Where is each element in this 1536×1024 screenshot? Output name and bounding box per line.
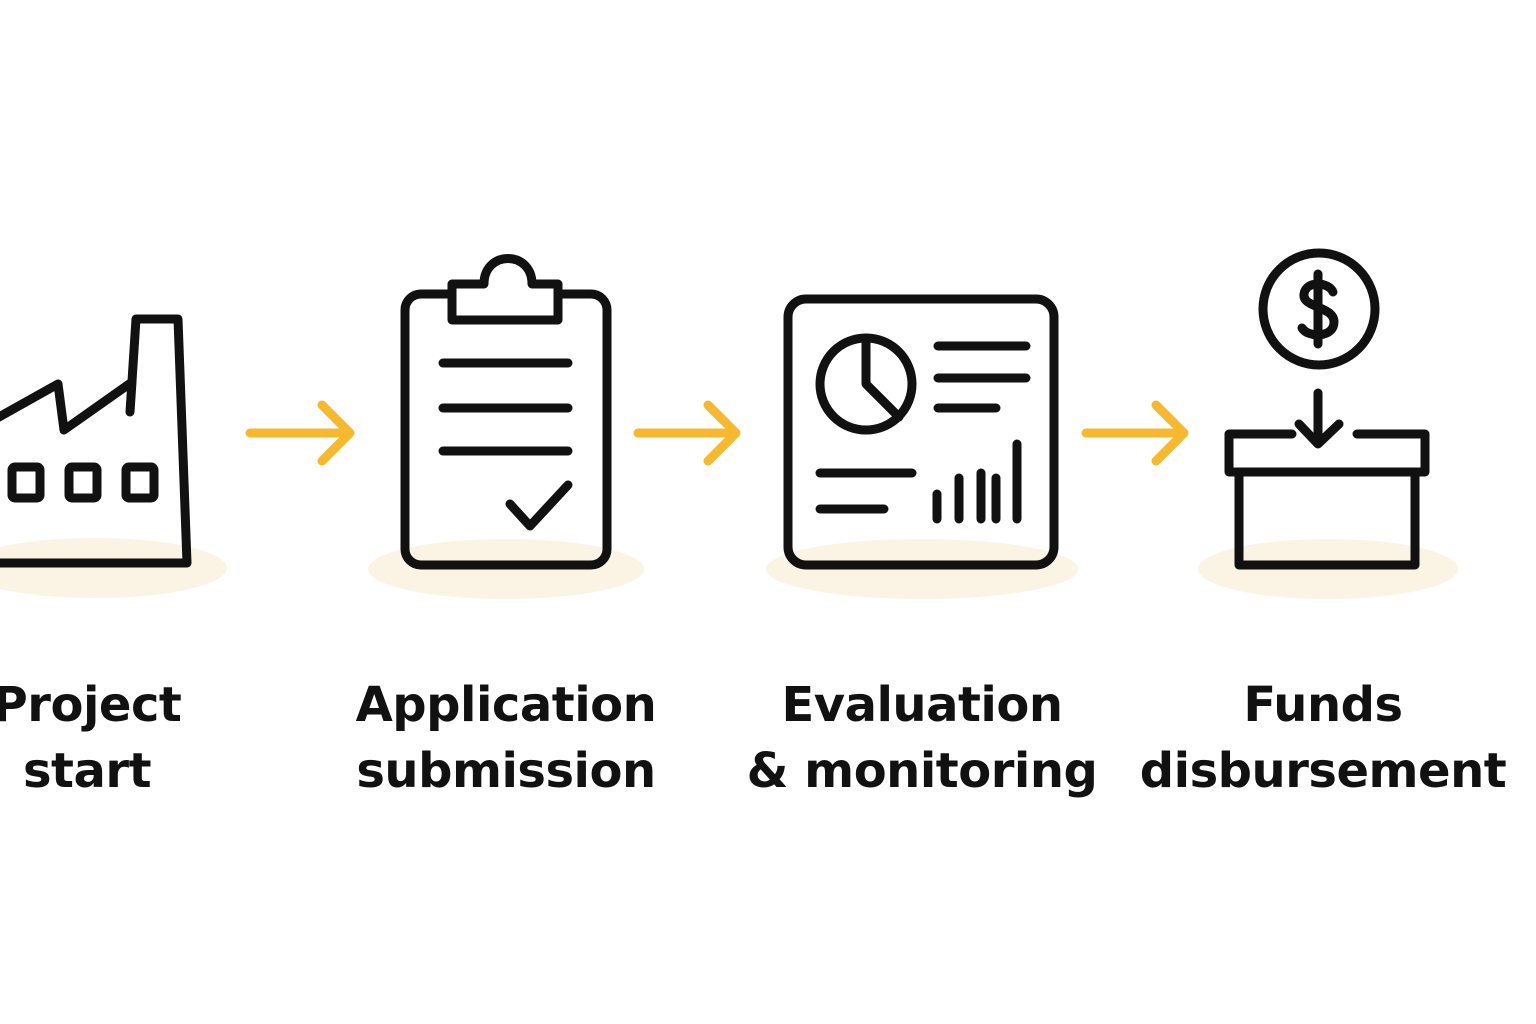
- step-label-line: disbursement: [1139, 743, 1507, 799]
- report-chart-icon: [783, 294, 1059, 570]
- box-body: [1234, 467, 1420, 570]
- step-label-line: submission: [356, 743, 656, 799]
- step-label-line: Evaluation: [781, 677, 1063, 733]
- step-label-line: Project: [0, 677, 182, 733]
- step-label-application-submission: Application submission: [316, 672, 696, 804]
- arrow-right-icon: [245, 400, 355, 466]
- shadow-step-1: [0, 538, 227, 598]
- step-label-funds-disbursement: Funds disbursement: [1133, 672, 1513, 804]
- step-label-project-start: Project start: [0, 672, 277, 804]
- step-label-line: & monitoring: [746, 743, 1098, 799]
- arrow-right-icon: [1081, 400, 1189, 466]
- clipboard-check-icon: [400, 254, 612, 570]
- dollar-coin-icon: [1258, 248, 1380, 370]
- step-label-evaluation-monitoring: Evaluation & monitoring: [732, 672, 1112, 804]
- step-label-line: Funds: [1243, 677, 1403, 733]
- step-label-line: Application: [355, 677, 657, 733]
- factory-icon: [0, 314, 192, 568]
- step-label-line: start: [22, 743, 152, 799]
- funds-box-icon: [1224, 248, 1430, 570]
- arrow-right-icon: [633, 400, 741, 466]
